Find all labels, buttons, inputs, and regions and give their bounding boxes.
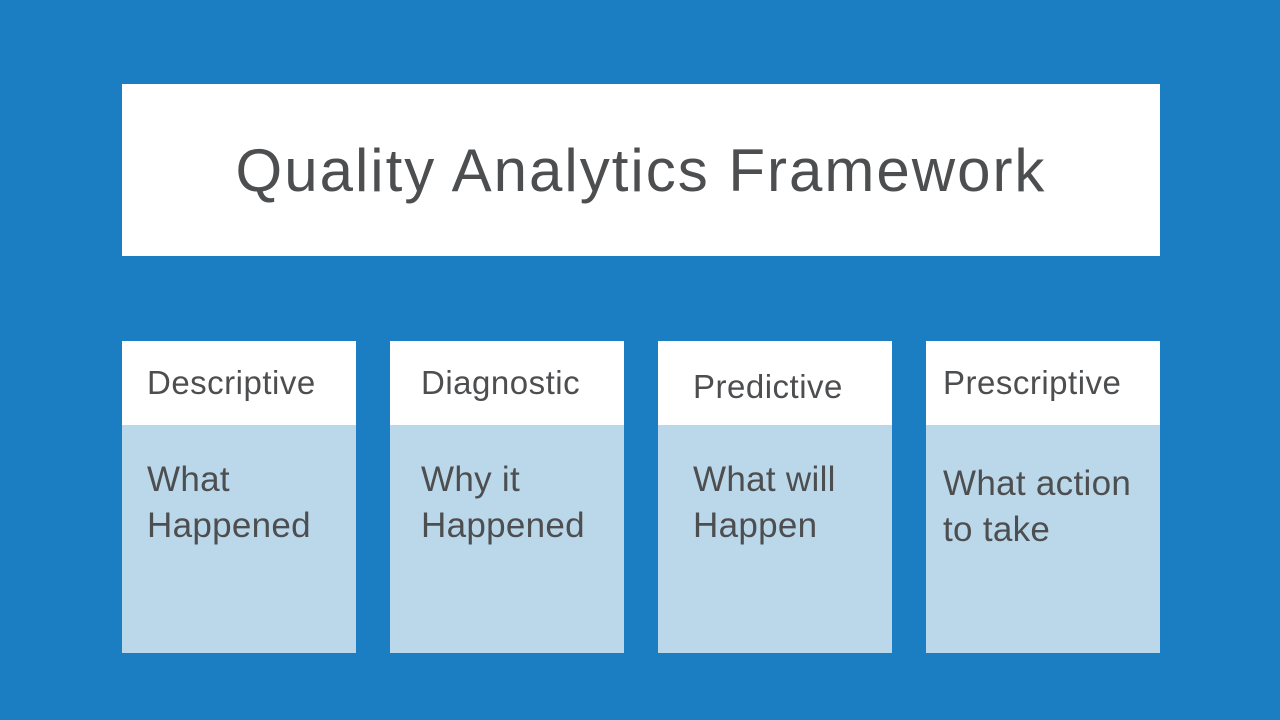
column-body-predictive: What will Happen (658, 425, 892, 653)
column-prescriptive: Prescriptive What action to take (926, 341, 1160, 653)
column-header-diagnostic: Diagnostic (390, 341, 624, 425)
column-diagnostic: Diagnostic Why it Happened (390, 341, 624, 653)
column-header-descriptive: Descriptive (122, 341, 356, 425)
column-body-diagnostic: Why it Happened (390, 425, 624, 653)
title-panel: Quality Analytics Framework (122, 84, 1160, 256)
column-header-predictive: Predictive (658, 341, 892, 425)
slide-title: Quality Analytics Framework (235, 136, 1047, 204)
column-body-descriptive: What Happened (122, 425, 356, 653)
column-predictive: Predictive What will Happen (658, 341, 892, 653)
column-body-prescriptive: What action to take (926, 425, 1160, 653)
column-header-prescriptive: Prescriptive (926, 341, 1160, 425)
column-descriptive: Descriptive What Happened (122, 341, 356, 653)
columns-row: Descriptive What Happened Diagnostic Why… (122, 341, 1160, 653)
